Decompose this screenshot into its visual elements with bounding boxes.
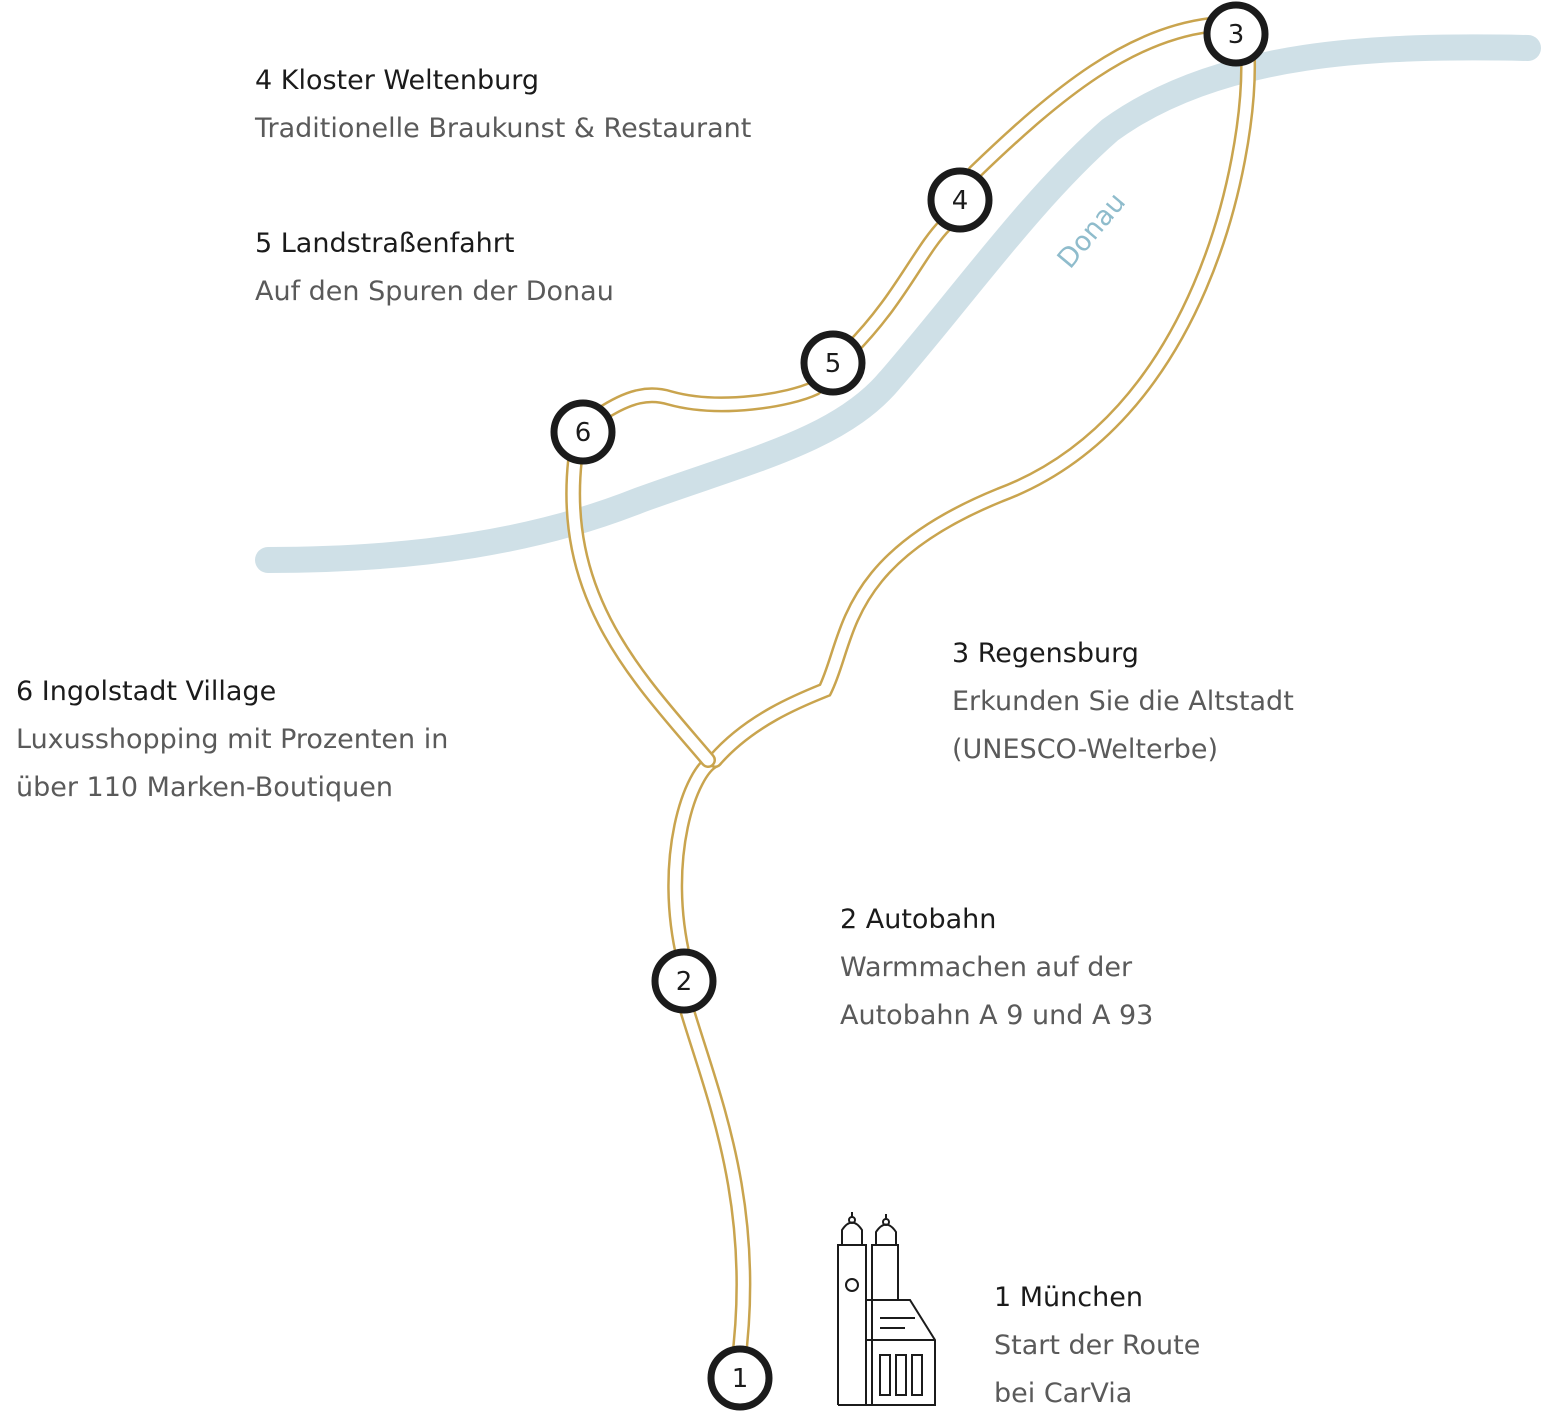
stop-desc: bei CarVia bbox=[994, 1378, 1133, 1409]
stop-title: 4 Kloster Weltenburg bbox=[255, 65, 539, 96]
stop-desc: Traditionelle Braukunst & Restaurant bbox=[255, 113, 752, 144]
stop-title: 5 Landstraßenfahrt bbox=[255, 228, 515, 259]
svg-text:6: 6 bbox=[575, 418, 592, 448]
route-segment-6-5 bbox=[594, 382, 821, 421]
stop-marker-4[interactable]: 4 bbox=[927, 167, 993, 233]
stop-label-1: 1 München Start der Route bei CarVia bbox=[994, 1274, 1200, 1418]
stop-marker-1[interactable]: 1 bbox=[707, 1345, 773, 1411]
stop-label-4: 4 Kloster Weltenburg Traditionelle Brauk… bbox=[255, 57, 751, 153]
stop-marker-5[interactable]: 5 bbox=[800, 330, 866, 396]
stop-desc: Start der Route bbox=[994, 1330, 1201, 1361]
route-segment-2-junction bbox=[669, 754, 721, 966]
stop-title: 2 Autobahn bbox=[840, 904, 997, 935]
route-segment-1-2 bbox=[678, 994, 749, 1371]
route-segment-5-4 bbox=[844, 219, 951, 356]
svg-text:2: 2 bbox=[676, 967, 693, 997]
river-danube bbox=[255, 34, 1541, 573]
route-roads bbox=[565, 17, 1257, 1373]
stop-desc: Erkunden Sie die Altstadt bbox=[952, 686, 1294, 717]
svg-text:3: 3 bbox=[1228, 20, 1245, 50]
route-segment-4-3 bbox=[969, 19, 1216, 178]
stop-label-6: 6 Ingolstadt Village Luxusshopping mit P… bbox=[16, 668, 448, 812]
stop-label-2: 2 Autobahn Warmmachen auf der Autobahn A… bbox=[840, 896, 1153, 1040]
stop-title: 3 Regensburg bbox=[952, 638, 1139, 669]
svg-text:1: 1 bbox=[732, 1364, 749, 1394]
stop-marker-2[interactable]: 2 bbox=[651, 948, 717, 1014]
stop-desc: Luxusshopping mit Prozenten in bbox=[16, 724, 449, 755]
route-segment-junction-3 bbox=[709, 54, 1254, 766]
stop-label-3: 3 Regensburg Erkunden Sie die Altstadt (… bbox=[952, 630, 1294, 774]
stop-marker-6[interactable]: 6 bbox=[550, 399, 616, 465]
stop-desc: Auf den Spuren der Donau bbox=[255, 276, 614, 307]
stop-desc: über 110 Marken-Boutiquen bbox=[16, 772, 393, 803]
stop-title: 1 München bbox=[994, 1282, 1143, 1313]
river-label: Donau bbox=[1052, 187, 1132, 274]
svg-text:4: 4 bbox=[952, 186, 969, 216]
stop-marker-3[interactable]: 3 bbox=[1203, 1, 1269, 67]
frauenkirche-icon bbox=[837, 1212, 936, 1406]
stop-desc: Warmmachen auf der bbox=[840, 952, 1133, 983]
stop-desc: Autobahn A 9 und A 93 bbox=[840, 1000, 1154, 1031]
svg-text:5: 5 bbox=[825, 349, 842, 379]
stop-title: 6 Ingolstadt Village bbox=[16, 676, 277, 707]
route-segment-junction-6 bbox=[567, 454, 714, 766]
stop-label-5: 5 Landstraßenfahrt Auf den Spuren der Do… bbox=[255, 220, 614, 316]
stop-desc: (UNESCO-Welterbe) bbox=[952, 734, 1219, 765]
